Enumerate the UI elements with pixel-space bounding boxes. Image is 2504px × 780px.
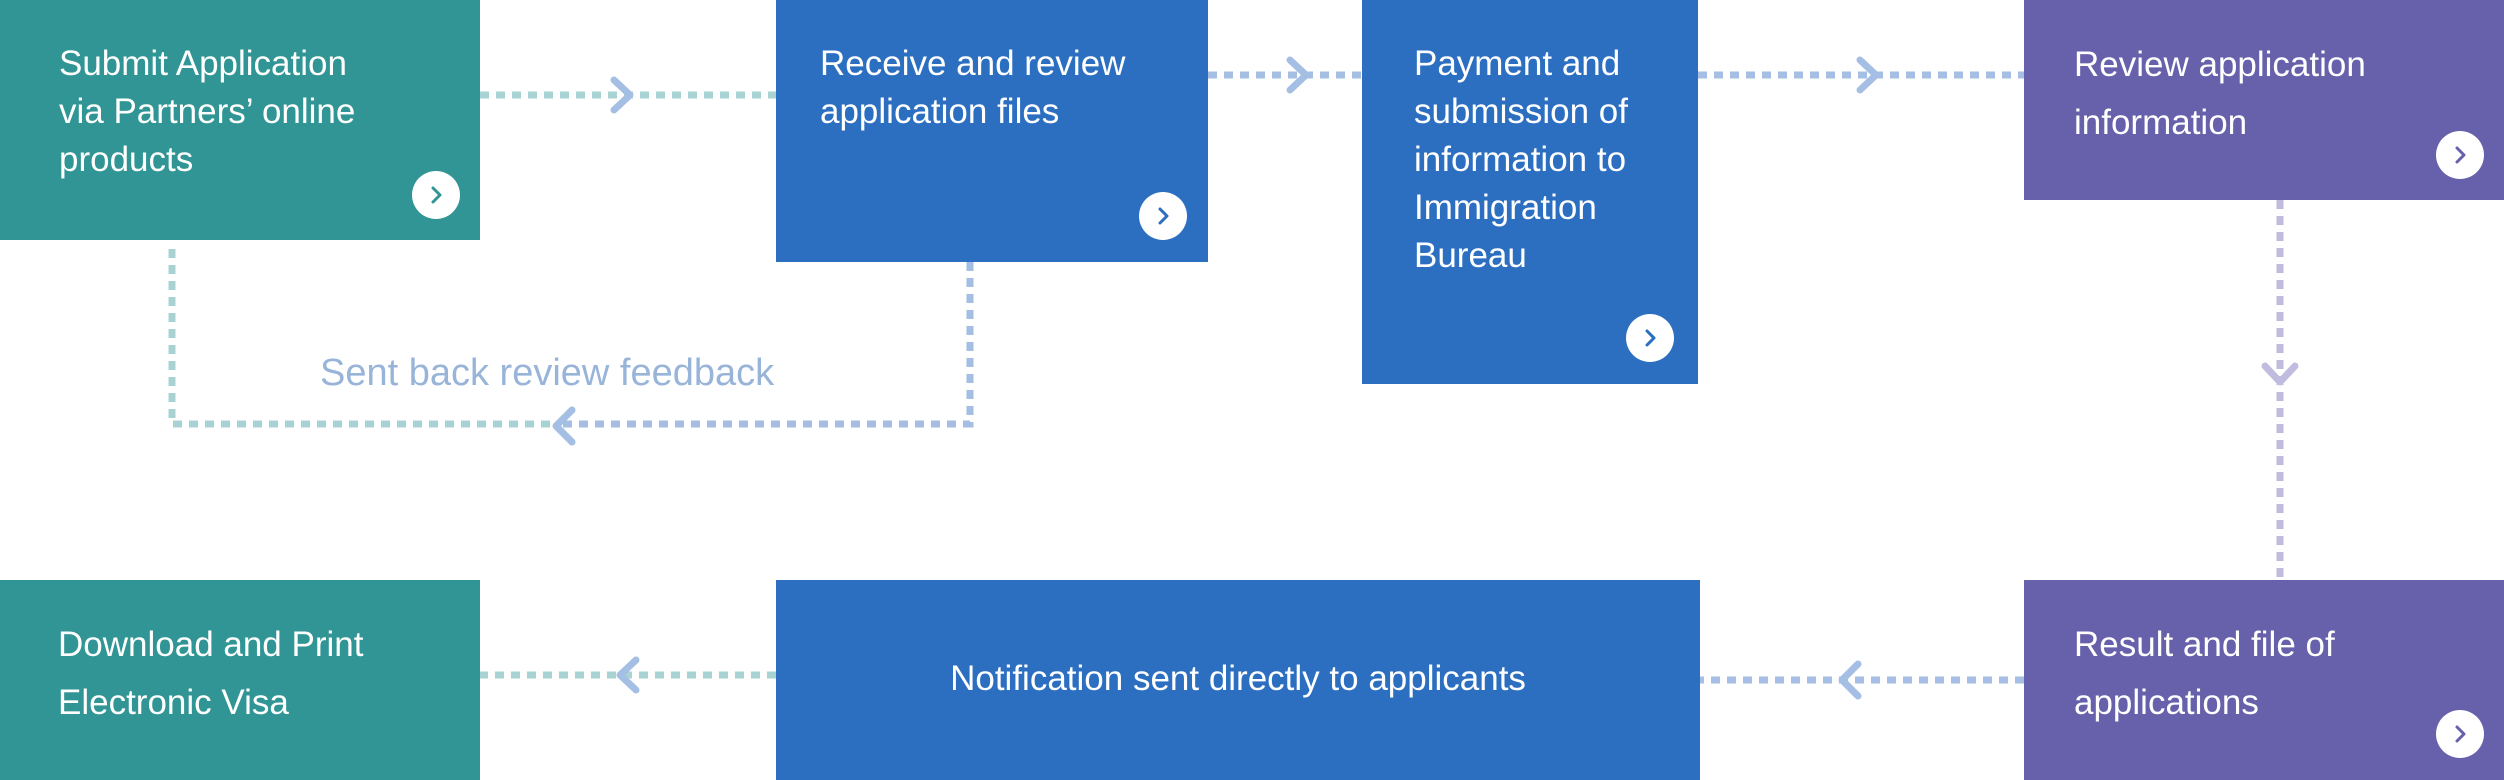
chevron-right-icon[interactable] [1139, 192, 1187, 240]
step-text: Notification sent directly to applicants [950, 659, 1526, 698]
step-text: Review application information [2074, 45, 2366, 142]
arrow-left-icon [616, 656, 640, 694]
arrow-down-icon [2261, 362, 2299, 386]
chevron-right-icon[interactable] [2436, 710, 2484, 758]
arrow-right-icon [1856, 56, 1880, 94]
step-submit-application[interactable]: Submit Application via Partners’ online … [0, 0, 480, 240]
step-text: Submit Application via Partners’ online … [59, 44, 356, 179]
step-receive-review[interactable]: Receive and review application files [776, 0, 1208, 262]
chevron-right-icon[interactable] [1626, 314, 1674, 362]
step-text: Receive and review application files [820, 44, 1126, 131]
feedback-label: Sent back review feedback [320, 352, 775, 394]
chevron-right-icon[interactable] [412, 171, 460, 219]
step-notification[interactable]: Notification sent directly to applicants [776, 580, 1700, 780]
step-text: Download and Print Electronic Visa [58, 625, 364, 722]
arrow-left-icon [552, 406, 576, 446]
chevron-right-icon[interactable] [2436, 131, 2484, 179]
arrow-right-icon [1286, 56, 1310, 94]
step-download-visa[interactable]: Download and Print Electronic Visa [0, 580, 480, 780]
step-payment-submission[interactable]: Payment and submission of information to… [1362, 0, 1698, 384]
arrow-right-icon [610, 76, 634, 114]
connector-feedback-blue [560, 262, 974, 428]
step-review-information[interactable]: Review application information [2024, 0, 2504, 200]
arrow-left-icon [1838, 660, 1862, 700]
step-text: Result and file of applications [2074, 625, 2335, 722]
step-result-file[interactable]: Result and file of applications [2024, 580, 2504, 780]
connector-feedback-teal [168, 246, 550, 428]
step-text: Payment and submission of information to… [1414, 44, 1628, 275]
